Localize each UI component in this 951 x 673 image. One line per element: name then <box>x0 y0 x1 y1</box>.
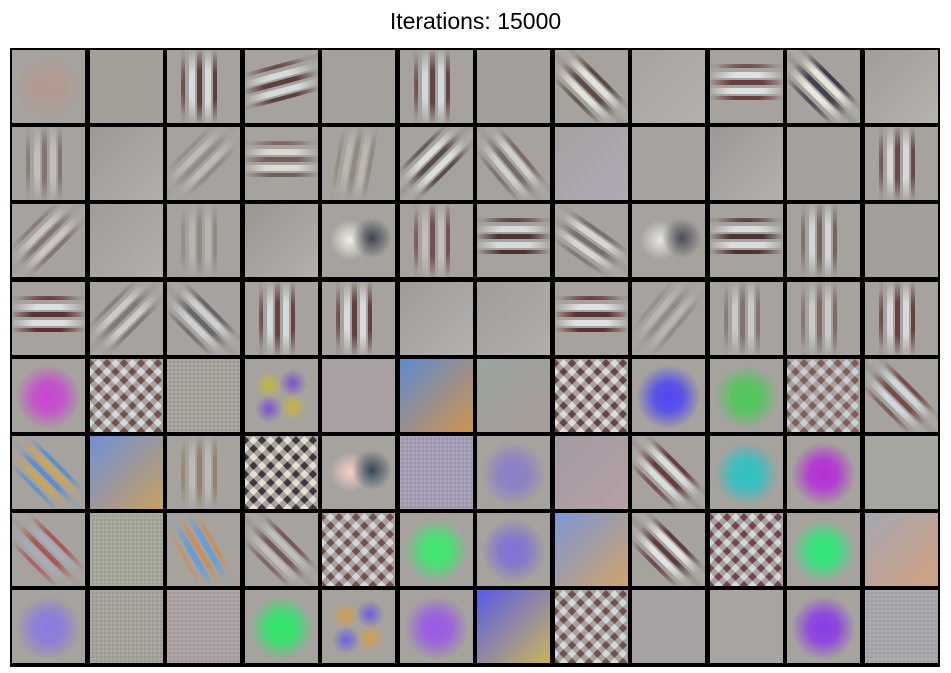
filter-tile <box>400 436 473 509</box>
filter-tile <box>400 50 473 123</box>
filter-tile <box>477 50 550 123</box>
filter-tile <box>787 513 860 586</box>
filter-tile <box>865 359 938 432</box>
filter-tile <box>632 359 705 432</box>
filter-tile <box>322 436 395 509</box>
filter-tile <box>90 590 163 663</box>
filter-tile <box>167 127 240 200</box>
filter-tile <box>90 204 163 277</box>
filter-tile <box>400 359 473 432</box>
filter-tile <box>632 513 705 586</box>
filter-tile <box>400 282 473 355</box>
filter-tile <box>710 282 783 355</box>
filter-tile <box>245 359 318 432</box>
filter-tile <box>787 204 860 277</box>
filter-tile <box>710 204 783 277</box>
filter-tile <box>12 436 85 509</box>
filter-tile <box>167 282 240 355</box>
filter-tile <box>322 50 395 123</box>
filter-tile <box>710 590 783 663</box>
filter-tile <box>710 50 783 123</box>
filter-tile <box>477 359 550 432</box>
filter-tile <box>865 127 938 200</box>
filter-tile <box>555 513 628 586</box>
filter-tile <box>865 436 938 509</box>
filter-tile <box>787 436 860 509</box>
filter-tile <box>167 436 240 509</box>
filter-tile <box>245 50 318 123</box>
filter-tile <box>400 127 473 200</box>
filter-tile <box>632 436 705 509</box>
filter-tile <box>167 513 240 586</box>
filter-tile <box>710 127 783 200</box>
filter-tile <box>477 282 550 355</box>
filter-tile <box>555 436 628 509</box>
filter-tile <box>555 50 628 123</box>
filter-tile <box>710 359 783 432</box>
filter-tile <box>12 282 85 355</box>
filter-tile <box>555 282 628 355</box>
filter-tile <box>632 590 705 663</box>
filter-tile <box>245 204 318 277</box>
filter-tile <box>12 590 85 663</box>
filter-tile <box>865 590 938 663</box>
filter-tile <box>632 282 705 355</box>
filter-tile <box>555 127 628 200</box>
filter-tile <box>632 204 705 277</box>
filter-tile <box>90 513 163 586</box>
filter-tile <box>710 513 783 586</box>
filter-tile <box>787 282 860 355</box>
filter-tile <box>865 50 938 123</box>
filter-tile <box>245 590 318 663</box>
filter-tile <box>400 513 473 586</box>
filter-tile <box>12 359 85 432</box>
filter-tile <box>787 127 860 200</box>
filter-tile <box>245 127 318 200</box>
filter-tile <box>477 590 550 663</box>
figure-title: Iterations: 15000 <box>389 8 562 34</box>
filter-tile <box>90 50 163 123</box>
filter-mosaic <box>10 48 940 667</box>
filter-tile <box>322 590 395 663</box>
filter-tile <box>555 359 628 432</box>
filter-tile <box>245 436 318 509</box>
filter-tile <box>322 282 395 355</box>
filter-tile <box>477 513 550 586</box>
filter-tile <box>865 513 938 586</box>
filter-tile <box>12 513 85 586</box>
filter-tile <box>787 590 860 663</box>
filter-tile <box>90 282 163 355</box>
filter-tile <box>12 50 85 123</box>
filter-tile <box>167 359 240 432</box>
filter-tile <box>167 590 240 663</box>
filter-tile <box>555 590 628 663</box>
filter-tile <box>477 436 550 509</box>
filter-tile <box>167 204 240 277</box>
filter-tile <box>400 204 473 277</box>
filter-tile <box>245 282 318 355</box>
filter-tile <box>322 513 395 586</box>
filter-tile <box>865 282 938 355</box>
filter-tile <box>12 127 85 200</box>
filter-tile <box>90 359 163 432</box>
filter-tile <box>787 50 860 123</box>
filter-tile <box>322 127 395 200</box>
filter-tile <box>555 204 628 277</box>
filter-tile <box>787 359 860 432</box>
filter-tile <box>322 204 395 277</box>
filter-tile <box>710 436 783 509</box>
filter-tile <box>632 127 705 200</box>
filter-tile <box>632 50 705 123</box>
filter-tile <box>400 590 473 663</box>
filter-tile <box>477 127 550 200</box>
filter-tile <box>90 127 163 200</box>
filter-tile <box>167 50 240 123</box>
filter-tile <box>12 204 85 277</box>
filter-tile <box>865 204 938 277</box>
filter-tile <box>90 436 163 509</box>
filter-tile <box>477 204 550 277</box>
filter-tile <box>322 359 395 432</box>
filter-tile <box>245 513 318 586</box>
